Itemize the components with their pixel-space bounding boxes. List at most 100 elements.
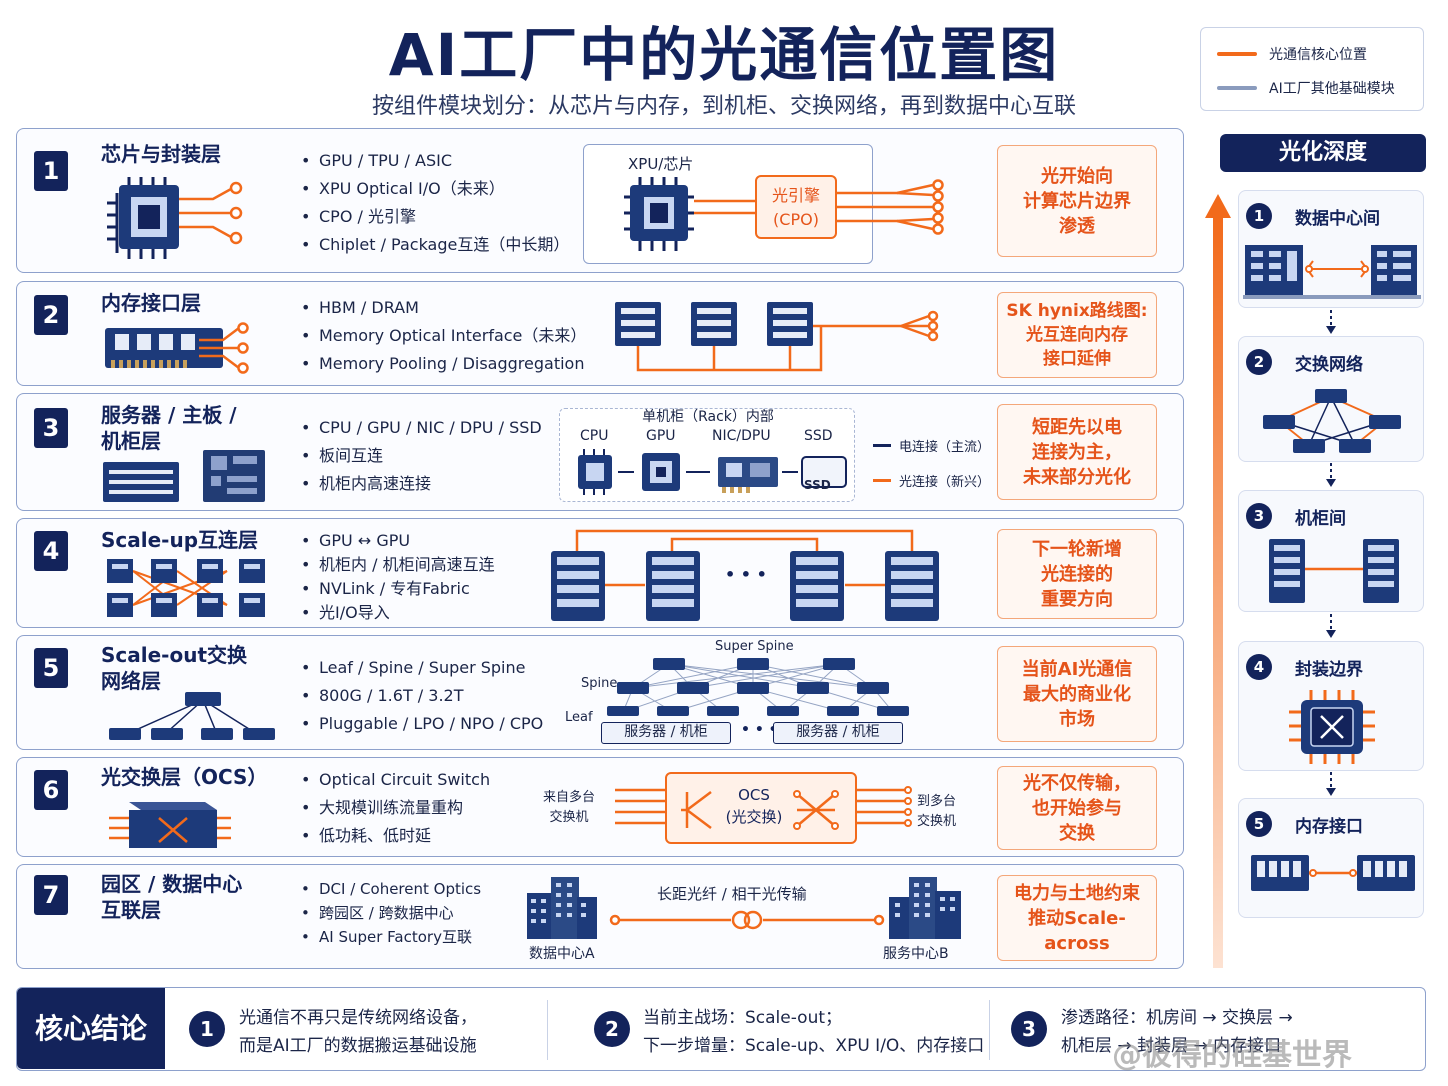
legend-label: AI工厂其他基础模块 xyxy=(1269,81,1395,97)
datacenter-a-icon xyxy=(527,877,597,939)
long-haul-fiber-icon xyxy=(609,910,885,930)
tier-leaf-label: Leaf xyxy=(565,710,593,725)
ocs-box-icon xyxy=(109,802,231,848)
server-rack-group-right: 服务器 / 机柜 xyxy=(773,722,903,744)
memory-server-icon xyxy=(615,302,813,346)
depth-step-3: 3 机柜间 xyxy=(1238,490,1424,612)
layer-name: Scale-up互连层 xyxy=(101,528,259,552)
conclusion-text: 渗透路径：机房间 → 交换层 → 机柜层 → 封装层 → 内存接口 xyxy=(1061,1008,1293,1056)
server-board-icon xyxy=(103,450,265,502)
step-number: 1 xyxy=(1246,203,1272,229)
bullet-item: Leaf / Spine / Super Spine xyxy=(301,654,543,682)
callout-box: 下一轮新增 光连接的 重要方向 xyxy=(997,529,1157,619)
bullet-item: Optical Circuit Switch xyxy=(301,766,490,794)
bullet-item: Memory Optical Interface（未来） xyxy=(301,322,586,350)
callout-box: 短距先以电 连接为主， 未来部分光化 xyxy=(997,404,1157,500)
layer-number: 7 xyxy=(34,875,68,915)
step-label: 机柜间 xyxy=(1295,509,1346,529)
conclusion-bar: 核心结论 1 光通信不再只是传统网络设备， 而是AI工厂的数据搬运基础设施 2 … xyxy=(16,987,1426,1071)
legend-electric: 电连接（主流） xyxy=(873,436,990,455)
layer-name: Scale-out交换 网络层 xyxy=(101,643,248,693)
callout-box: 当前AI光通信 最大的商业化 市场 xyxy=(997,646,1157,742)
bullet-list: CPU / GPU / NIC / DPU / SSD 板间互连 机柜内高速连接 xyxy=(301,414,542,498)
gpu-icon xyxy=(642,453,680,491)
part-label-gpu: GPU xyxy=(646,428,676,444)
bullet-item: 机柜内高速连接 xyxy=(301,470,542,498)
layer-name: 服务器 / 主板 / 机柜层 xyxy=(101,403,237,453)
layer-6-ocs: 6 光交换层（OCS） Optical Circuit Switch 大规模训练… xyxy=(16,757,1184,857)
ocs-output-label: 到多台 交换机 xyxy=(917,794,957,829)
depth-arrow-icon xyxy=(1205,194,1231,968)
part-label-nic-dpu: NIC/DPU xyxy=(712,428,771,444)
part-label-cpu: CPU xyxy=(580,428,609,444)
separator xyxy=(547,1000,548,1060)
bullet-item: GPU ↔ GPU xyxy=(301,529,495,553)
layer-5-scale-out: 5 Scale-out交换 网络层 Leaf / Spine / Super S… xyxy=(16,635,1184,750)
bullet-item: 机柜内 / 机柜间高速互连 xyxy=(301,553,495,577)
conclusion-text: 当前主战场：Scale-out； 下一步增量：Scale-up、XPU I/O、… xyxy=(643,1008,985,1056)
bullet-item: XPU Optical I/O（未来） xyxy=(301,175,569,203)
separator xyxy=(989,1000,990,1060)
bullet-item: CPU / GPU / NIC / DPU / SSD xyxy=(301,414,542,442)
watermark: @彼得的硅基世界 xyxy=(1112,1038,1352,1073)
legend-electric-label: 电连接（主流） xyxy=(899,440,991,455)
grey-line-icon xyxy=(1217,86,1257,90)
bullet-item: Memory Pooling / Disaggregation xyxy=(301,350,586,378)
bullet-item: 大规模训练流量重构 xyxy=(301,794,490,822)
cpu-icon xyxy=(578,449,612,495)
tier-super-spine-label: Super Spine xyxy=(715,639,794,654)
step-number: 5 xyxy=(1246,811,1272,837)
step-number: 4 xyxy=(1246,654,1272,680)
leaf-spine-topology xyxy=(607,658,909,716)
step-label: 内存接口 xyxy=(1295,817,1363,837)
bullet-item: NVLink / 专有Fabric xyxy=(301,577,495,601)
conclusion-title: 核心结论 xyxy=(17,988,165,1069)
layer-3-server-board-rack: 3 服务器 / 主板 / 机柜层 CPU / GPU / NIC / DPU /… xyxy=(16,393,1184,511)
bullet-list: Optical Circuit Switch 大规模训练流量重构 低功耗、低时延 xyxy=(301,766,490,850)
bullet-list: DCI / Coherent Optics 跨园区 / 跨数据中心 AI Sup… xyxy=(301,877,481,949)
rack-diagram-title: 单机柜（Rack）内部 xyxy=(642,409,774,425)
bullet-list: Leaf / Spine / Super Spine 800G / 1.6T /… xyxy=(301,654,543,738)
conclusion-number: 1 xyxy=(189,1011,225,1047)
layer-number: 4 xyxy=(34,531,68,571)
ocs-input-fibers xyxy=(615,788,665,825)
memory-pool-diagram xyxy=(615,302,939,372)
conclusion-text: 光通信不再只是传统网络设备， 而是AI工厂的数据搬运基础设施 xyxy=(239,1008,477,1056)
part-label-ssd: SSD xyxy=(804,428,833,444)
depth-step-1: 1 数据中心间 xyxy=(1238,190,1424,308)
legend-optical: 光连接（新兴） xyxy=(873,471,990,490)
orange-line-icon xyxy=(873,479,891,482)
depth-step-4: 4 封装边界 xyxy=(1238,641,1424,771)
depth-step-2: 2 交换网络 xyxy=(1238,336,1424,462)
memory-module-icon xyxy=(105,322,249,374)
fiber-output-icon xyxy=(837,179,944,235)
layer-name: 园区 / 数据中心 互联层 xyxy=(101,872,243,922)
bullet-item: CPO / 光引擎 xyxy=(301,203,569,231)
bullet-item: AI Super Factory互联 xyxy=(301,925,481,949)
ocs-label: OCS (光交换) xyxy=(725,786,783,826)
rack-to-rack-icon xyxy=(1269,539,1399,603)
legend-optical-label: 光连接（新兴） xyxy=(899,475,991,490)
tier-spine-label: Spine xyxy=(581,676,618,691)
bullet-item: DCI / Coherent Optics xyxy=(301,877,481,901)
callout-box: 光不仅传输， 也开始参与 交换 xyxy=(997,766,1157,850)
bullet-item: Chiplet / Package互连（中长期） xyxy=(301,231,569,259)
callout-box: 电力与土地约束 推动Scale-across xyxy=(997,875,1157,961)
bullet-list: GPU ↔ GPU 机柜内 / 机柜间高速互连 NVLink / 专有Fabri… xyxy=(301,529,495,625)
datacenter-b-icon xyxy=(889,877,961,939)
scale-up-racks-diagram xyxy=(551,529,939,621)
two-datacenters-icon xyxy=(1243,245,1421,299)
fiber-link-label: 长距光纤 / 相干光传输 xyxy=(657,885,807,903)
step-number: 2 xyxy=(1246,349,1272,375)
ssd-tag: SSD xyxy=(804,478,831,492)
ocs-switch-box: OCS (光交换) xyxy=(665,772,857,844)
ssd-icon xyxy=(801,456,847,488)
orange-line-icon xyxy=(1217,52,1257,56)
legend-item-optical: 光通信核心位置 xyxy=(1217,44,1367,64)
navy-line-icon xyxy=(873,444,891,447)
chip-icon xyxy=(107,177,243,259)
connection-legend: 电连接（主流） 光连接（新兴） xyxy=(873,436,990,490)
step-label: 交换网络 xyxy=(1295,355,1363,375)
layer-number: 5 xyxy=(34,648,68,688)
step-label: 数据中心间 xyxy=(1295,209,1380,229)
